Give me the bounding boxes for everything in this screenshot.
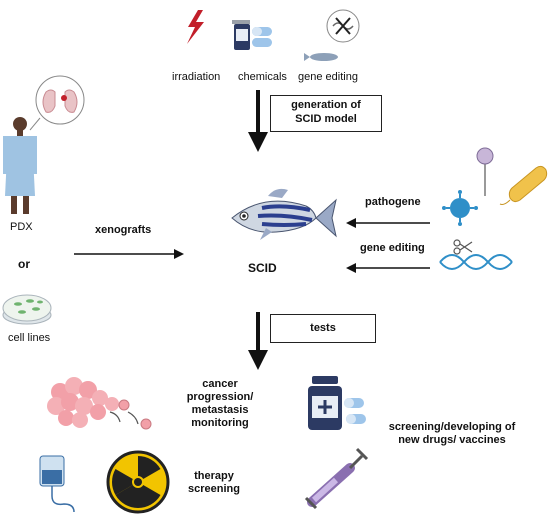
- capsule-icon: [344, 398, 366, 424]
- gene-editing-right-label: gene editing: [360, 242, 425, 254]
- gene-editing-icon: [304, 9, 360, 61]
- fungus-icon: [476, 147, 494, 196]
- virus-icon: [442, 190, 478, 226]
- therapy-outcome-label: therapy screening: [184, 470, 244, 496]
- lung-icon: [29, 75, 85, 131]
- tests-box: tests: [270, 314, 376, 343]
- pdx-label: PDX: [10, 221, 33, 233]
- gene-editing-top-label: gene editing: [298, 71, 358, 83]
- pill-bottle-icon: [232, 20, 272, 50]
- therapy-line1: therapy: [194, 470, 234, 482]
- chemicals-label: chemicals: [238, 71, 287, 83]
- cancer-line4: monitoring: [191, 417, 249, 429]
- cell-lines-label: cell lines: [8, 332, 51, 344]
- syringe-icon: [304, 447, 369, 510]
- patient-icon: [3, 117, 37, 214]
- generation-box-line2: SCID model: [295, 113, 357, 125]
- pathogene-label: pathogene: [365, 196, 421, 208]
- drugs-line2: new drugs/ vaccines: [398, 434, 506, 446]
- arrow-tests: [248, 312, 268, 370]
- medicine-bottle-icon: [308, 376, 342, 430]
- cancer-outcome-label: cancer progression/ metastasis monitorin…: [180, 378, 260, 430]
- generation-box-line1: generation of: [291, 99, 361, 111]
- cancer-line2: progression/: [186, 391, 254, 403]
- tumor-cells-icon: [47, 377, 152, 430]
- drugs-outcome-label: screening/developing of new drugs/ vacci…: [382, 421, 522, 447]
- radiation-icon: [106, 450, 170, 514]
- cancer-line1: cancer: [202, 378, 238, 390]
- iv-bag-icon: [39, 455, 75, 513]
- dna-scissors-icon: [439, 239, 513, 270]
- irradiation-label: irradiation: [172, 71, 221, 83]
- cancer-line3: metastasis: [191, 404, 249, 416]
- lightning-bolt-icon: [187, 10, 204, 44]
- petri-dish-icon: [2, 294, 52, 325]
- therapy-line2: screening: [188, 483, 240, 495]
- scid-label: SCID: [248, 261, 277, 275]
- generation-box: generation of SCID model: [270, 95, 382, 132]
- xenografts-label: xenografts: [95, 224, 152, 236]
- zebrafish-icon: [231, 188, 337, 240]
- arrow-generation: [248, 90, 268, 152]
- or-label: or: [18, 257, 30, 271]
- drugs-line1: screening/developing of: [388, 421, 516, 433]
- bacterium-icon: [499, 165, 548, 205]
